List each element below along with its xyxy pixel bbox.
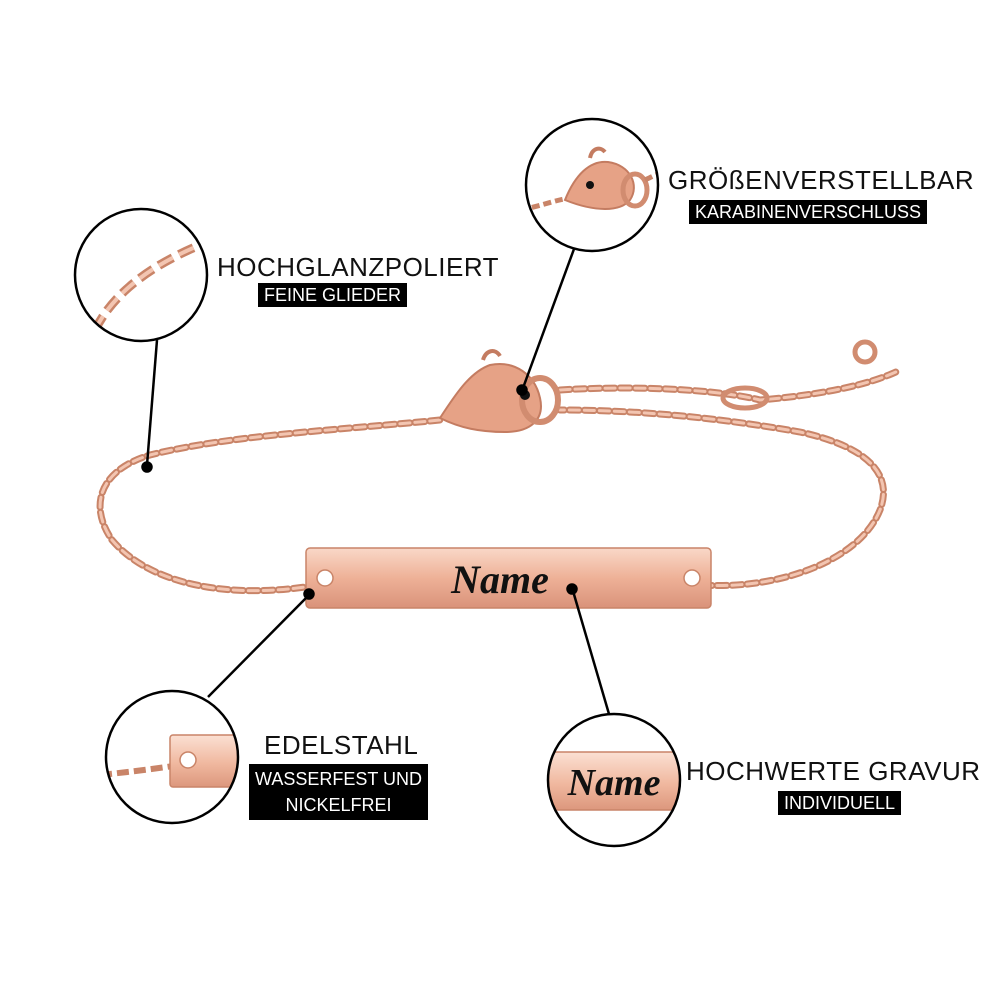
material-badge: WASSERFEST UND NICKELFREI bbox=[249, 764, 429, 820]
engraving-badge: INDIVIDUELL bbox=[778, 791, 902, 815]
material-badge-line2: NICKELFREI bbox=[285, 795, 392, 815]
chain-badge: FEINE GLIEDER bbox=[258, 283, 408, 307]
material-badge-line1: WASSERFEST UND bbox=[255, 769, 423, 789]
lobster-clasp-icon bbox=[524, 117, 660, 253]
chain-title: HOCHGLANZPOLIERT bbox=[217, 252, 500, 282]
clasp-badge: KARABINENVERSCHLUSS bbox=[689, 200, 928, 224]
chain-link-icon bbox=[73, 207, 209, 343]
engraving-text: Name bbox=[450, 557, 549, 602]
bar-end-icon bbox=[104, 689, 240, 825]
engraving-title: HOCHWERTE GRAVUR bbox=[686, 756, 981, 786]
lobster-clasp bbox=[438, 349, 561, 434]
bracelet-chain bbox=[96, 366, 904, 595]
clasp-title: GRÖßENVERSTELLBAR bbox=[668, 165, 975, 195]
material-title: EDELSTAHL bbox=[264, 730, 419, 760]
engraving-zoom-text: Name bbox=[567, 762, 661, 804]
end-ring bbox=[852, 339, 878, 365]
extension-ring bbox=[720, 385, 770, 411]
leader-lines bbox=[141, 248, 611, 715]
name-bar: Name bbox=[305, 547, 712, 609]
engraved-bar-icon: Name bbox=[546, 712, 682, 848]
